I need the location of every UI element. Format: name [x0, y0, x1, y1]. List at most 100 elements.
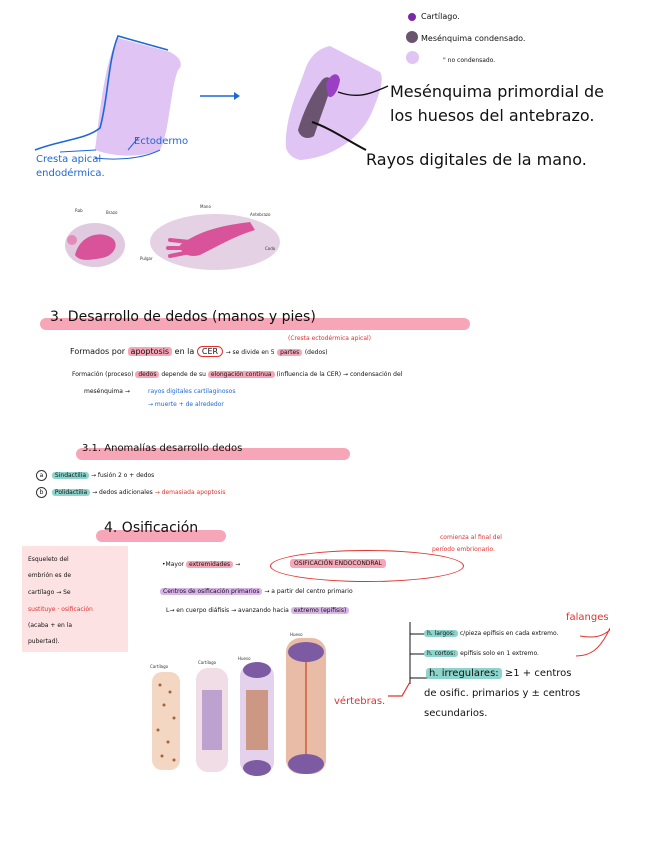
pointer-mesenquima — [337, 85, 389, 96]
legend-swatch-mesenquima-condensado — [406, 31, 418, 43]
legend-label-no-condensado: " no condensado. — [443, 57, 496, 64]
largos-highlight: h. largos: — [424, 630, 458, 637]
section3-line3: mesénquima → — [84, 388, 130, 395]
bone-type-cortos: h. cortos: epífisis solo en 1 extremo. — [424, 650, 539, 657]
irregulares-highlight: h. irregulares: — [426, 668, 502, 679]
row3-text: L→ en cuerpo diáfisis → avanzando hacia — [166, 607, 289, 614]
legend-swatch-cartilago — [408, 13, 416, 21]
cortos-highlight: h. cortos: — [424, 650, 459, 657]
irregulares-line2: de osific. primarios y ± centros — [424, 688, 581, 699]
line2-mid: depende de su — [161, 371, 206, 378]
dedos-highlight: dedos — [135, 371, 160, 378]
row1-prefix: •Mayor — [162, 561, 185, 568]
falanges-label: falanges — [566, 612, 609, 623]
line2-prefix: Formación (proceso) — [72, 371, 134, 378]
cer-circled: CER — [196, 346, 224, 357]
anomaly-a-number: a — [36, 470, 47, 481]
pointer-rayos — [311, 121, 367, 151]
bone-type-largos: h. largos: c/pieza epífisis en cada extr… — [424, 630, 558, 637]
irregulares-text: ≥1 + centros — [504, 668, 572, 679]
esqueleto-line-5: pubertad). — [28, 638, 60, 645]
partes-highlight: partes — [277, 349, 303, 356]
section4-title: 4. Osificación — [104, 520, 199, 536]
esqueleto-line-0: Esqueleto del — [28, 556, 69, 563]
sindactilia-highlight: Sindactilia — [51, 472, 90, 479]
legend-label-cartilago: Cartílago. — [421, 12, 460, 21]
endocondral-oval — [270, 550, 464, 582]
label-cresta-1: Cresta apical — [36, 154, 102, 165]
irregulares-line3: secundarios. — [424, 708, 488, 719]
svg-text:Cartílago: Cartílago — [150, 664, 169, 669]
ossification-row1: •Mayor extremidades → — [162, 561, 241, 568]
anomaly-a-text: → fusión 2 o + dedos — [90, 472, 155, 479]
anomaly-b: b Polidactilia → dedos adicionales → dem… — [36, 487, 225, 498]
limb-bud-early — [95, 38, 181, 156]
section3-line2: Formación (proceso) dedos depende de su … — [72, 371, 402, 378]
ossification-row3: L→ en cuerpo diáfisis → avanzando hacia … — [166, 607, 350, 614]
line1-prefix: Formados por — [70, 347, 125, 356]
endocondral-label: OSIFICACIÓN ENDOCONDRAL — [290, 559, 386, 568]
line1-suffix: → se divide en 5 — [225, 349, 275, 356]
largos-text: c/pieza epífisis en cada extremo. — [459, 630, 559, 637]
section31-highlight-band — [76, 448, 350, 460]
esqueleto-line-3: sustituye · osificación — [28, 606, 93, 613]
section3-blue1: rayos digitales cartilaginosos — [148, 388, 236, 395]
anomaly-a: a Sindactilia → fusión 2 o + dedos — [36, 470, 154, 481]
label-ectodermo: Ectodermo — [134, 136, 189, 147]
esqueleto-note-box — [22, 546, 128, 652]
svg-text:Cartílago: Cartílago — [198, 660, 217, 665]
section3-blue2: → muerte + de alrededor — [148, 401, 224, 408]
extremidades-highlight: extremidades — [186, 561, 234, 568]
ectodermo-outline — [34, 35, 169, 151]
centros-highlight: Centros de osificación primarios — [160, 588, 263, 595]
legend-swatch-no-condensado — [406, 51, 419, 64]
esqueleto-line-1: embrión es de — [28, 572, 72, 579]
line1-mid: en la — [174, 347, 195, 356]
line1-end: (dedos) — [304, 349, 328, 356]
svg-text:Antebrazo: Antebrazo — [250, 212, 271, 217]
elongacion-highlight: elongación continua — [207, 371, 275, 378]
arrow-head — [234, 92, 240, 100]
section3-title: 3. Desarrollo de dedos (manos y pies) — [50, 309, 316, 325]
polidactilia-highlight: Polidactilia — [51, 489, 91, 496]
row2-text: → a partir del centro primario — [264, 588, 353, 595]
anomaly-b-number: b — [36, 487, 47, 498]
rayos-digitales — [326, 74, 340, 98]
label-cresta-2: endodérmica. — [36, 168, 105, 179]
legend-label-mesenquima-condensado: Mesénquima condensado. — [421, 34, 526, 43]
line2-end: (influencia de la CER) → condensación de… — [276, 371, 403, 378]
svg-text:Hueso: Hueso — [238, 656, 251, 661]
esqueleto-line-2: cartílago → Se — [28, 589, 71, 596]
bone-types-tree — [388, 622, 610, 697]
epifisis-highlight: extremo (epífisis) — [290, 607, 350, 614]
ectodermo-outline-2 — [94, 149, 161, 160]
mesenquima-condensado — [298, 77, 332, 138]
section3-line1: Formados por apoptosis en la CER → se di… — [70, 346, 328, 357]
svg-text:Mano: Mano — [200, 204, 211, 209]
svg-text:Brazo: Brazo — [106, 210, 118, 215]
apoptosis-highlight: apoptosis — [127, 347, 173, 356]
limb-bud-late — [285, 46, 382, 160]
cer-expansion: (Cresta ectodérmica apical) — [288, 335, 372, 342]
svg-text:Hueso: Hueso — [290, 632, 303, 637]
anomaly-b-text: → dedos adicionales — [92, 489, 153, 496]
annotation-mesenquima-1: Mesénquima primordial de — [390, 82, 604, 101]
section4-highlight-band — [96, 530, 226, 542]
annotation-rayos: Rayos digitales de la mano. — [366, 150, 587, 169]
vertebras-label: vértebras. — [334, 696, 386, 707]
section3-highlight-band — [40, 318, 470, 330]
svg-text:Codo: Codo — [265, 246, 276, 251]
svg-text:Rab: Rab — [75, 208, 83, 213]
red-note-1: comienza al final del — [440, 534, 502, 541]
cortos-text: epífisis solo en 1 extremo. — [460, 650, 539, 657]
svg-text:Pulgar: Pulgar — [140, 256, 153, 261]
red-note-2: período embrionario. — [432, 546, 495, 553]
section31-title: 3.1. Anomalías desarrollo dedos — [82, 443, 243, 454]
esqueleto-line-4: (acaba + en la — [28, 622, 73, 629]
cresta-pointer — [59, 149, 97, 153]
ectodermo-pointer — [127, 137, 139, 151]
limb-bud-diagram — [34, 35, 389, 160]
ossification-row2: Centros de osificación primarios → a par… — [160, 588, 353, 595]
